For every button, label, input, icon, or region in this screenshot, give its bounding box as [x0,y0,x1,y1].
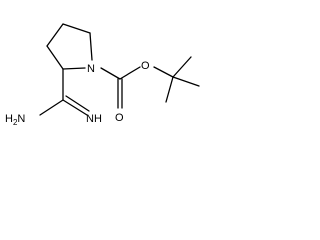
bond-n-carbonyl-c [100,67,121,80]
ring-bond-c3-c2 [46,45,64,70]
bond-amidine-c-nh-2 [65,95,90,112]
structure-svg: N O O H2N NH [5,23,200,127]
bond-carbonyl-c-ester-o [119,66,141,80]
atom-ring-nitrogen: N [87,63,95,75]
atom-amine: H2N [5,113,25,127]
ring-bond-c2-n [62,67,86,70]
molecule-diagram: N O O H2N NH [0,0,248,144]
bond-tbutyl-methyl-right [172,76,200,87]
atom-carbonyl-oxygen: O [115,112,124,124]
atom-imine: NH [86,113,102,125]
bond-ester-o-tbutyl-c [153,66,174,78]
bond-tbutyl-methyl-bottom [165,76,174,103]
bond-amidine-c-nh2 [39,99,64,116]
bond-tbutyl-methyl-top [172,56,192,78]
atom-ester-oxygen: O [141,60,150,72]
amine-n: N [17,113,25,125]
ring-bond-n-c5 [89,32,93,61]
bond-amidine-c-nh-1 [62,99,88,116]
ring-bond-c4-c3 [46,23,64,47]
amine-subscript: 2 [13,118,18,127]
ring-bond-c5-c4 [62,23,91,34]
amine-h: H [5,113,13,125]
